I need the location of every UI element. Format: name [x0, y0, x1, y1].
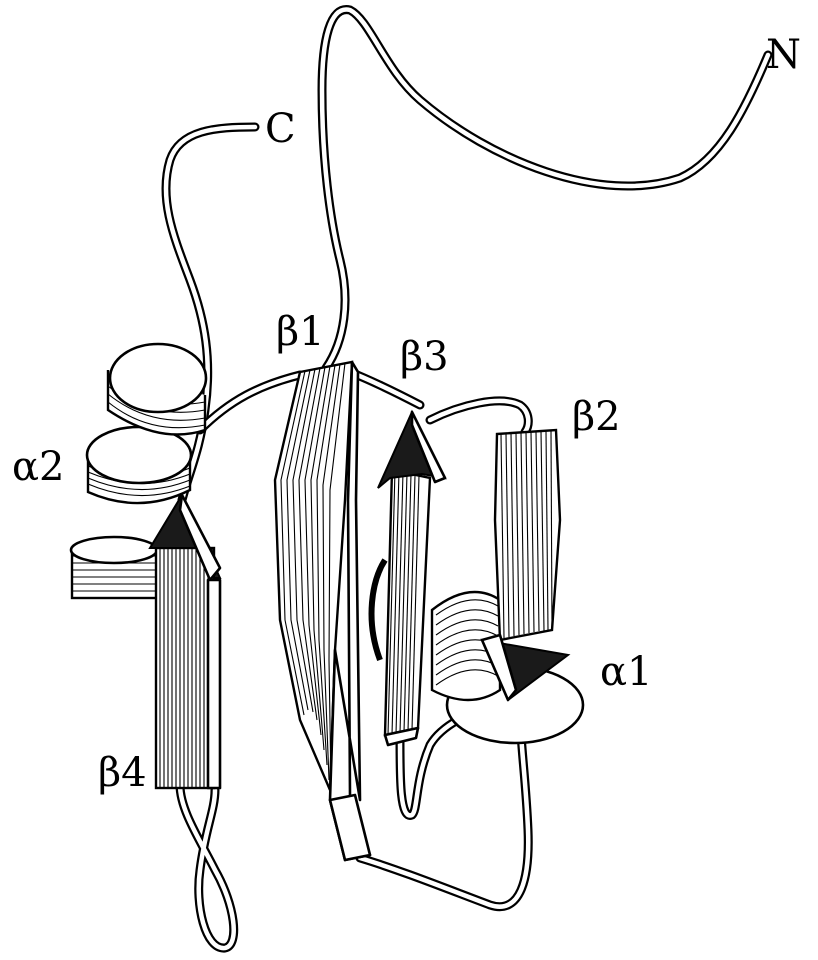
label-alpha1: α1	[600, 649, 652, 695]
label-n-terminus: N	[766, 32, 801, 78]
label-beta4: β4	[98, 750, 147, 796]
label-c-terminus: C	[265, 106, 296, 152]
coil-a2-b1	[200, 375, 300, 430]
label-beta3: β3	[400, 334, 449, 380]
label-beta2: β2	[572, 394, 621, 440]
strand-beta1	[275, 362, 370, 860]
coil-loops	[166, 10, 768, 949]
coil-b3-b2	[430, 401, 528, 432]
label-beta1: β1	[276, 309, 325, 355]
coil-b4-hairpin	[180, 785, 234, 948]
label-alpha2: α2	[12, 444, 64, 490]
helix-alpha2-turn-2	[87, 427, 191, 503]
strand-beta2	[482, 430, 568, 700]
strand-beta3	[372, 412, 445, 745]
helix-alpha2-turn-1	[108, 344, 206, 435]
helix-alpha2-turn-3	[71, 537, 157, 598]
strand-beta4	[150, 495, 220, 788]
